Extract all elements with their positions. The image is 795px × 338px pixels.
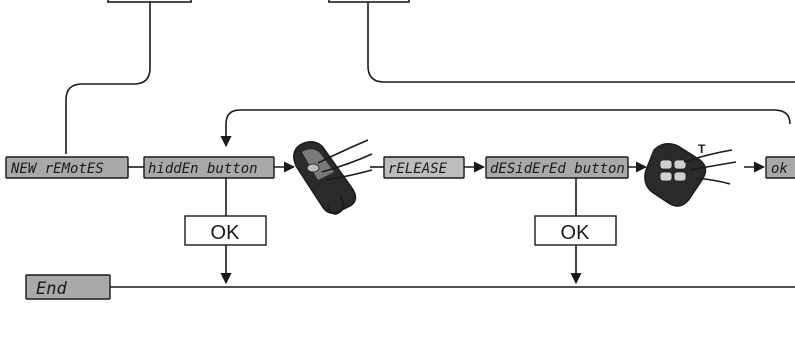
ok-box-second-label: OK xyxy=(561,222,591,244)
remote-control-hidden-press-icon xyxy=(293,139,373,215)
top-box-left xyxy=(107,0,192,3)
display-release: rELEASE xyxy=(383,156,465,179)
remote-control-press-button-icon: T xyxy=(644,142,737,207)
loop-back-arrow xyxy=(220,109,791,148)
connector-top-left xyxy=(65,2,151,154)
display-ok-partial: ok xyxy=(765,156,795,179)
display-end: End xyxy=(25,274,111,300)
top-box-right xyxy=(328,0,410,3)
display-ok-partial-label: ok xyxy=(771,161,788,177)
display-end-label: End xyxy=(36,279,67,299)
button-t-label: T xyxy=(698,142,706,156)
display-hidden-button-label: hiddEn button xyxy=(148,161,258,177)
ok-box-first-label: OK xyxy=(211,222,241,244)
display-desidered-button-label: dESidErEd button xyxy=(490,161,625,177)
connector-top-right xyxy=(367,2,795,83)
display-release-label: rELEASE xyxy=(388,161,448,177)
ok-box-second: OK xyxy=(534,215,617,246)
display-new-remotes: NEW rEMotES xyxy=(5,156,129,179)
ok-box-first: OK xyxy=(184,215,267,246)
display-desidered-button: dESidErEd button xyxy=(485,156,629,179)
display-new-remotes-label: NEW rEMotES xyxy=(10,161,104,177)
display-hidden-button: hiddEn button xyxy=(143,156,275,179)
